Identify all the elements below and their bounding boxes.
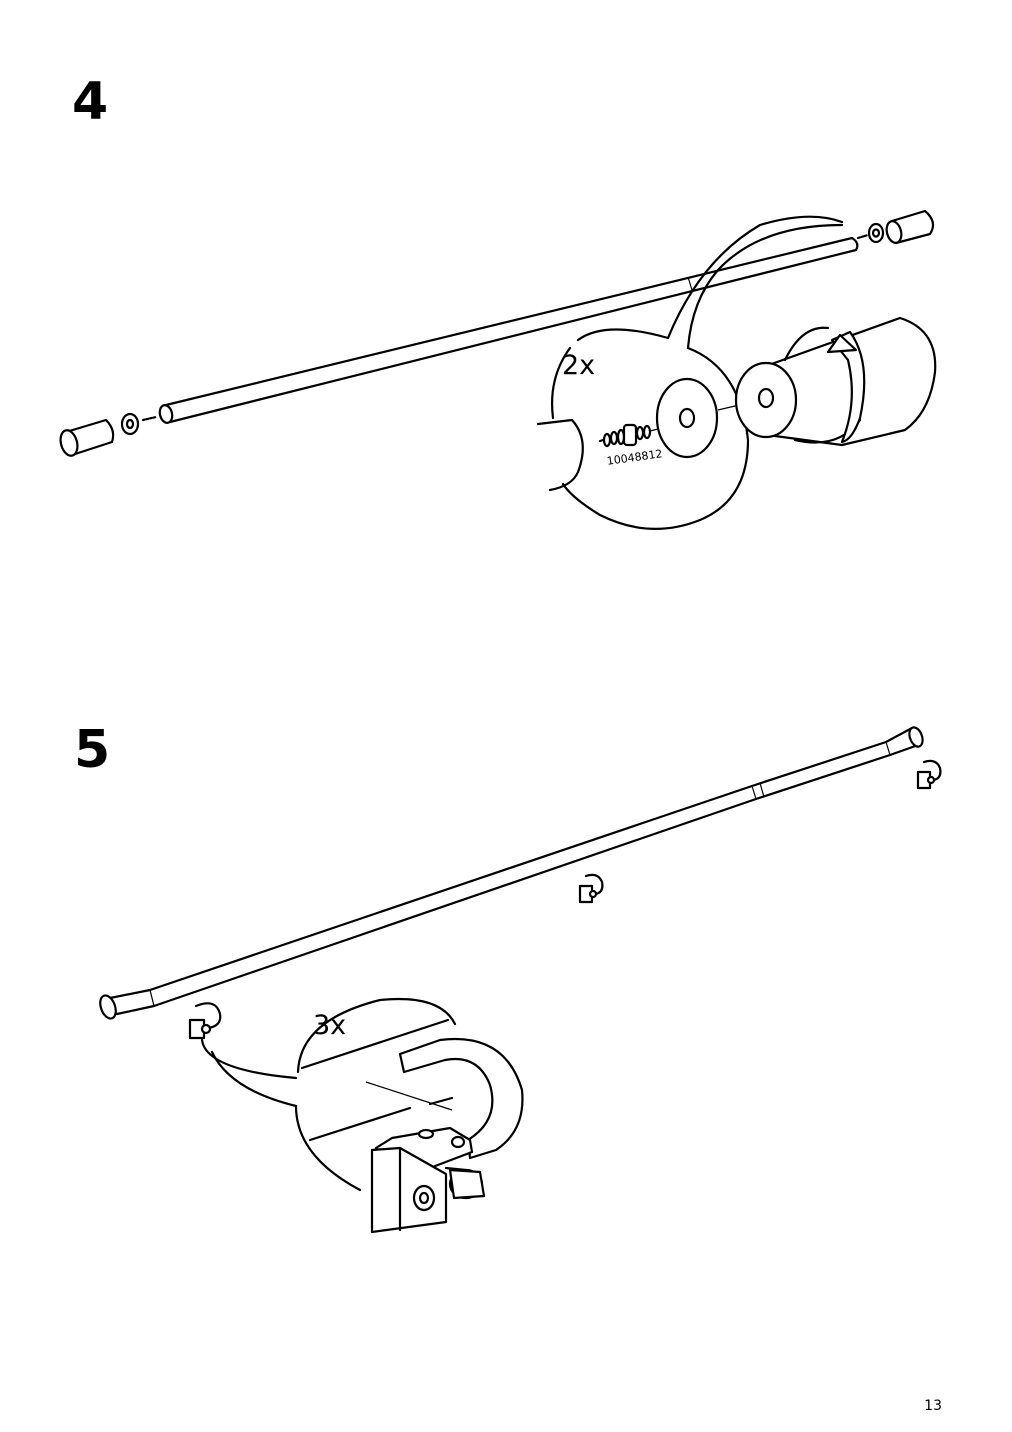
bracket-small-right bbox=[916, 759, 942, 790]
detail-callout-step5 bbox=[200, 997, 524, 1234]
finial-left bbox=[59, 418, 115, 457]
finial-right bbox=[885, 209, 935, 245]
curtain-rod-step5 bbox=[99, 726, 924, 1020]
curtain-rod-step4 bbox=[158, 236, 859, 424]
screw-right bbox=[856, 233, 870, 240]
washer-right bbox=[867, 222, 885, 244]
page-number: 13 bbox=[924, 1398, 942, 1414]
step-number-4: 4 bbox=[72, 72, 109, 132]
quantity-label-step5: 3x bbox=[313, 1010, 347, 1041]
washer-left bbox=[120, 412, 140, 436]
quantity-label-step4: 2x bbox=[562, 350, 596, 381]
bracket-small-left bbox=[188, 1002, 222, 1040]
step-number-5: 5 bbox=[74, 720, 111, 780]
detail-callout-step4 bbox=[536, 215, 937, 530]
bracket-small-middle bbox=[578, 873, 604, 904]
screw-left bbox=[141, 415, 158, 422]
